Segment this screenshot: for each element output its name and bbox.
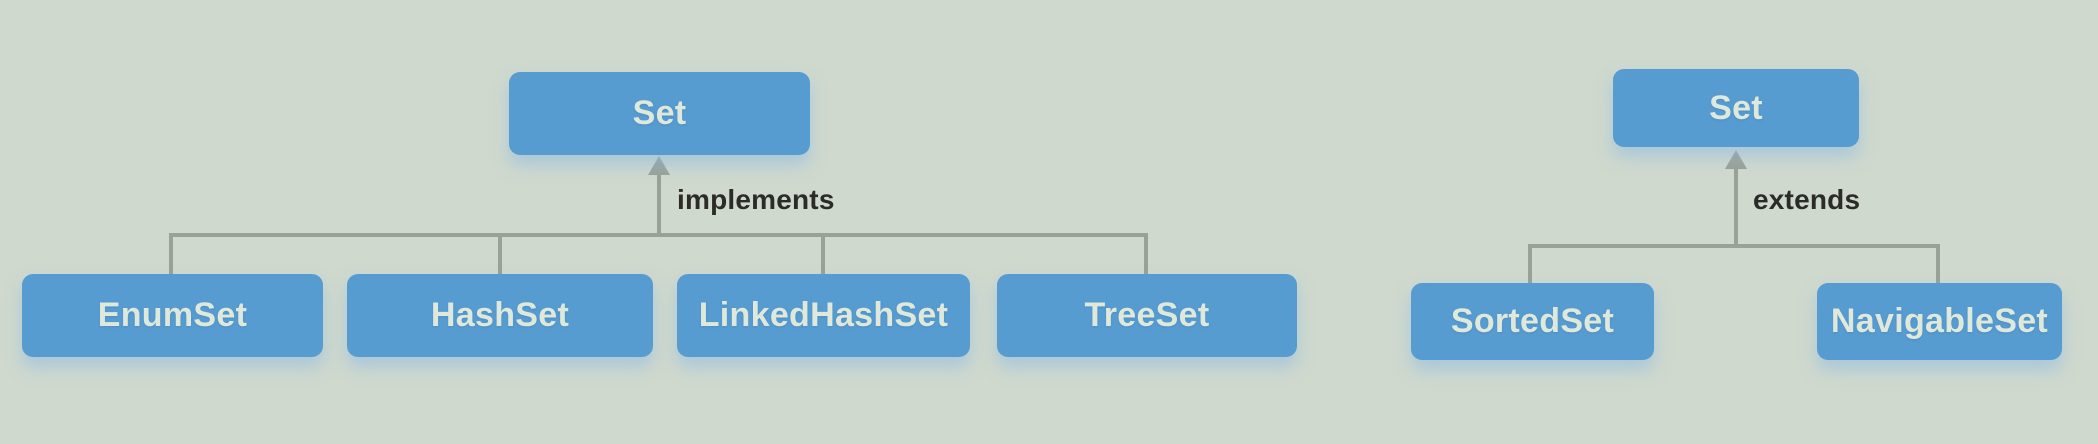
class-node-navigableset: NavigableSet	[1817, 283, 2062, 360]
implements-edge-label: implements	[677, 184, 835, 215]
class-node-treeset: TreeSet	[997, 274, 1297, 357]
connector-drop-hashset	[498, 233, 502, 276]
implements-connector-bar	[169, 233, 1148, 237]
implements-arrow-line	[657, 172, 661, 235]
connector-drop-sortedset	[1528, 244, 1532, 285]
class-node-linkedhashset: LinkedHashSet	[677, 274, 970, 357]
arrow-up-icon	[648, 156, 670, 175]
extends-connector-bar	[1528, 244, 1940, 248]
extends-edge-label: extends	[1753, 184, 1861, 215]
class-node-sortedset: SortedSet	[1411, 283, 1654, 360]
class-node-enumset: EnumSet	[22, 274, 323, 357]
class-node-hashset: HashSet	[347, 274, 653, 357]
connector-drop-linkedhashset	[821, 233, 825, 276]
connector-drop-enumset	[169, 233, 173, 277]
class-node-set-extends: Set	[1613, 69, 1859, 147]
extends-arrow-line	[1734, 166, 1738, 248]
connector-drop-treeset	[1144, 233, 1148, 276]
arrow-up-icon	[1725, 150, 1747, 169]
connector-drop-navigableset	[1936, 244, 1940, 285]
class-node-set-implements: Set	[509, 72, 810, 155]
